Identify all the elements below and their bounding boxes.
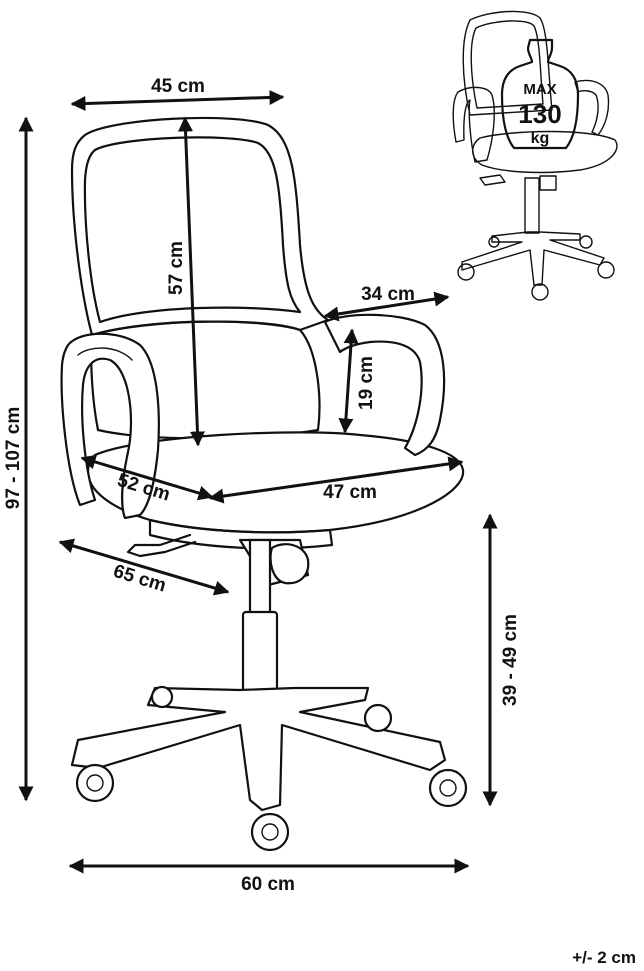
star-base bbox=[70, 686, 447, 812]
thumb-base bbox=[461, 231, 605, 286]
weight-icon: MAX 130 kg bbox=[500, 38, 580, 150]
gas-lift-upper bbox=[248, 538, 272, 617]
weight-unit: kg bbox=[531, 130, 550, 147]
thumb-caster-2 bbox=[531, 283, 549, 301]
thumb-column bbox=[524, 177, 540, 234]
label-overall-height: 97 - 107 cm bbox=[3, 407, 24, 509]
dim-line-seat-width bbox=[208, 456, 464, 504]
label-seat-width: 47 cm bbox=[323, 482, 377, 503]
weight-max-label: MAX bbox=[523, 81, 556, 98]
thumb-backrest-inner bbox=[470, 20, 544, 109]
thumb-caster-1 bbox=[457, 263, 475, 281]
dim-line-armrest-height bbox=[338, 328, 359, 434]
label-backrest-height: 57 cm bbox=[166, 241, 187, 295]
thumb-lever bbox=[479, 174, 506, 186]
backrest-frame bbox=[70, 116, 330, 337]
dimension-lines bbox=[18, 89, 498, 874]
weight-value: 130 bbox=[518, 99, 561, 129]
thumb-left-armrest bbox=[452, 86, 495, 163]
caster-back-right bbox=[363, 703, 393, 733]
label-base-width: 60 cm bbox=[241, 874, 295, 895]
label-armrest-height: 19 cm bbox=[356, 356, 377, 410]
dim-line-overall-depth bbox=[58, 538, 230, 596]
thumb-seat bbox=[472, 130, 618, 174]
lever-knob bbox=[269, 543, 310, 585]
right-armrest bbox=[323, 313, 446, 457]
gas-lift-sleeve bbox=[241, 610, 279, 694]
thumb-right-armrest bbox=[574, 79, 610, 136]
tolerance-note: +/- 2 cm bbox=[572, 948, 636, 967]
dim-line-seat-depth bbox=[80, 454, 214, 501]
lumbar-cushion bbox=[90, 320, 321, 440]
label-armrest-length: 34 cm bbox=[361, 284, 415, 305]
dim-line-backrest-height bbox=[178, 116, 205, 447]
caster-right bbox=[428, 768, 468, 808]
dim-line-seat-width-top bbox=[70, 89, 285, 112]
thumb-knob bbox=[539, 175, 557, 191]
label-seat-width-top: 45 cm bbox=[151, 76, 205, 97]
dim-line-armrest-length bbox=[323, 291, 450, 322]
thumb-caster-5 bbox=[488, 236, 500, 248]
backrest-mesh bbox=[83, 136, 302, 324]
left-armrest-inner bbox=[77, 347, 133, 361]
thumb-caster-3 bbox=[597, 261, 615, 279]
caster-left bbox=[75, 763, 115, 803]
thumb-backrest bbox=[462, 10, 553, 116]
max-load-thumbnail: MAX 130 kg bbox=[452, 10, 618, 301]
thumb-caster-4 bbox=[579, 235, 593, 249]
caster-back-left bbox=[150, 685, 174, 709]
caster-front bbox=[250, 812, 290, 852]
label-seat-height: 39 - 49 cm bbox=[500, 614, 521, 706]
